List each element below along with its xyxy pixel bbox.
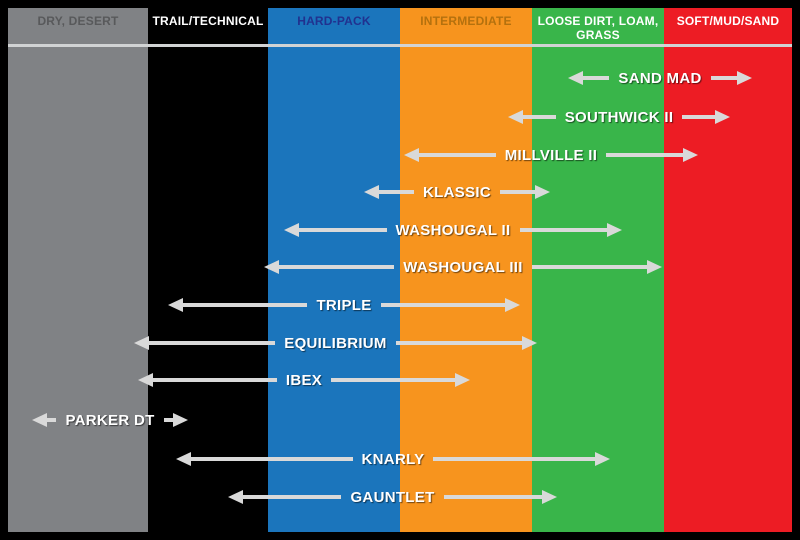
- tire-name-label: PARKER DT: [65, 411, 155, 429]
- tire-range-equilibrium: EQUILIBRIUM: [134, 332, 537, 354]
- arrow-line: [443, 495, 542, 499]
- arrow-left-icon: [284, 223, 299, 237]
- arrow-left-icon: [176, 452, 191, 466]
- tire-name-label: WASHOUGAL III: [403, 258, 523, 276]
- tire-name-label: MILLVILLE II: [504, 146, 598, 164]
- arrow-line: [191, 457, 353, 461]
- arrow-right-icon: [173, 413, 188, 427]
- arrow-right-icon: [607, 223, 622, 237]
- arrow-left-icon: [568, 71, 583, 85]
- arrow-left-icon: [32, 413, 47, 427]
- tire-name-label: GAUNTLET: [350, 488, 435, 506]
- tire-range-gauntlet: GAUNTLET: [228, 486, 557, 508]
- arrow-line: [710, 76, 738, 80]
- arrow-left-icon: [404, 148, 419, 162]
- tire-name-label: SAND MAD: [618, 69, 702, 87]
- tire-name-label: TRIPLE: [316, 296, 372, 314]
- arrow-line: [583, 76, 610, 80]
- arrow-left-icon: [364, 185, 379, 199]
- arrow-right-icon: [455, 373, 470, 387]
- arrow-line: [682, 115, 715, 119]
- arrow-right-icon: [542, 490, 557, 504]
- arrow-left-icon: [228, 490, 243, 504]
- tire-range-washougal-iii: WASHOUGAL III: [264, 256, 662, 278]
- arrow-right-icon: [522, 336, 537, 350]
- arrow-left-icon: [508, 110, 523, 124]
- arrow-line: [47, 418, 57, 422]
- terrain-column-label: SOFT/MUD/SAND: [676, 14, 780, 28]
- arrow-right-icon: [535, 185, 550, 199]
- tire-range-parker-dt: PARKER DT: [32, 409, 188, 431]
- arrow-left-icon: [168, 298, 183, 312]
- terrain-column-hard-pack: HARD-PACK: [268, 8, 400, 532]
- arrow-line: [243, 495, 342, 499]
- arrow-line: [149, 341, 276, 345]
- tire-range-klassic: KLASSIC: [364, 181, 550, 203]
- arrow-left-icon: [264, 260, 279, 274]
- arrow-line: [380, 303, 506, 307]
- arrow-line: [395, 341, 522, 345]
- terrain-column-dry-desert: DRY, DESERT: [8, 8, 148, 532]
- tire-range-ibex: IBEX: [138, 369, 470, 391]
- arrow-right-icon: [505, 298, 521, 312]
- tire-range-southwick-ii: SOUTHWICK II: [508, 106, 730, 128]
- terrain-column-loose-dirt-loam-grass: LOOSE DIRT, LOAM, GRASS: [532, 8, 664, 532]
- arrow-line: [523, 115, 556, 119]
- arrow-line: [279, 265, 395, 269]
- tire-range-washougal-ii: WASHOUGAL II: [284, 219, 622, 241]
- arrow-right-icon: [647, 260, 662, 274]
- arrow-left-icon: [134, 336, 149, 350]
- terrain-column-label: DRY, DESERT: [37, 14, 119, 28]
- terrain-column-trail-technical: TRAIL/TECHNICAL: [148, 8, 268, 532]
- tire-name-label: SOUTHWICK II: [564, 108, 674, 126]
- tire-name-label: EQUILIBRIUM: [284, 334, 387, 352]
- arrow-line: [331, 378, 455, 382]
- arrow-line: [299, 228, 387, 232]
- arrow-line: [433, 457, 596, 461]
- tire-name-label: KLASSIC: [423, 183, 491, 201]
- header-divider: [8, 44, 792, 47]
- arrow-right-icon: [737, 71, 753, 85]
- arrow-line: [519, 228, 607, 232]
- arrow-line: [163, 418, 173, 422]
- tire-range-millville-ii: MILLVILLE II: [404, 144, 699, 166]
- terrain-column-soft-mud-sand: SOFT/MUD/SAND: [664, 8, 792, 532]
- terrain-column-label: LOOSE DIRT, LOAM, GRASS: [537, 14, 659, 42]
- tire-range-sand-mad: SAND MAD: [568, 67, 753, 89]
- arrow-line: [419, 153, 496, 157]
- arrow-line: [499, 190, 535, 194]
- terrain-column-label: HARD-PACK: [297, 14, 371, 28]
- terrain-columns: DRY, DESERT TRAIL/TECHNICAL HARD-PACK INTER…: [8, 8, 792, 532]
- arrow-line: [183, 303, 308, 307]
- arrow-line: [531, 265, 647, 269]
- tire-name-label: WASHOUGAL II: [395, 221, 511, 239]
- arrow-right-icon: [595, 452, 611, 466]
- terrain-column-intermediate: INTERMEDIATE: [400, 8, 532, 532]
- tire-name-label: KNARLY: [361, 450, 425, 468]
- arrow-left-icon: [138, 373, 153, 387]
- tire-range-triple: TRIPLE: [168, 294, 521, 316]
- terrain-column-label: TRAIL/TECHNICAL: [152, 14, 264, 28]
- tire-name-label: IBEX: [285, 371, 323, 389]
- arrow-line: [606, 153, 684, 157]
- arrow-right-icon: [715, 110, 730, 124]
- terrain-column-label: INTERMEDIATE: [420, 14, 512, 28]
- arrow-right-icon: [683, 148, 699, 162]
- arrow-line: [379, 190, 415, 194]
- tire-range-knarly: KNARLY: [176, 448, 611, 470]
- arrow-line: [153, 378, 277, 382]
